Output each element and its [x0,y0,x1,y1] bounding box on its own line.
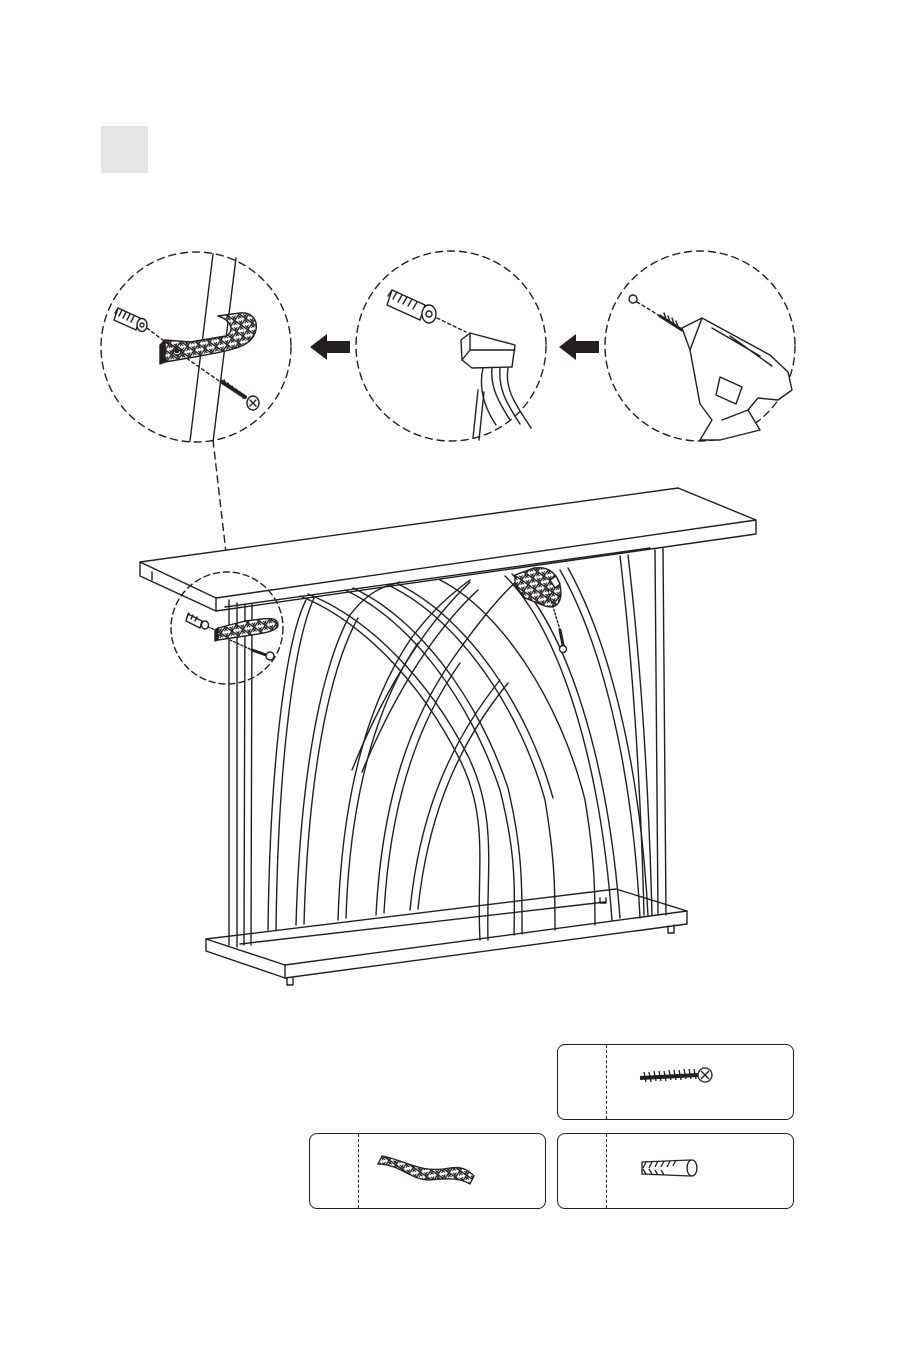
wall-anchor-icon [114,308,147,332]
part-card-anchor [557,1133,794,1209]
part-card-screw [557,1044,794,1120]
arrow-left-icon [559,334,599,360]
part-card-strap [309,1133,546,1209]
drill-icon [660,313,792,440]
wall-anchor-icon [387,290,436,323]
detail-circle-drill [605,251,795,441]
strap-icon [378,1156,474,1184]
console-table [140,488,756,985]
screw-icon [182,355,259,410]
detail-circle-strap [101,252,291,442]
wall-anchor-icon [642,1160,697,1176]
detail-circle-hammer [356,251,546,441]
screw-icon [640,1068,712,1082]
arrow-left-icon [310,334,350,360]
hammer-icon [461,333,531,440]
